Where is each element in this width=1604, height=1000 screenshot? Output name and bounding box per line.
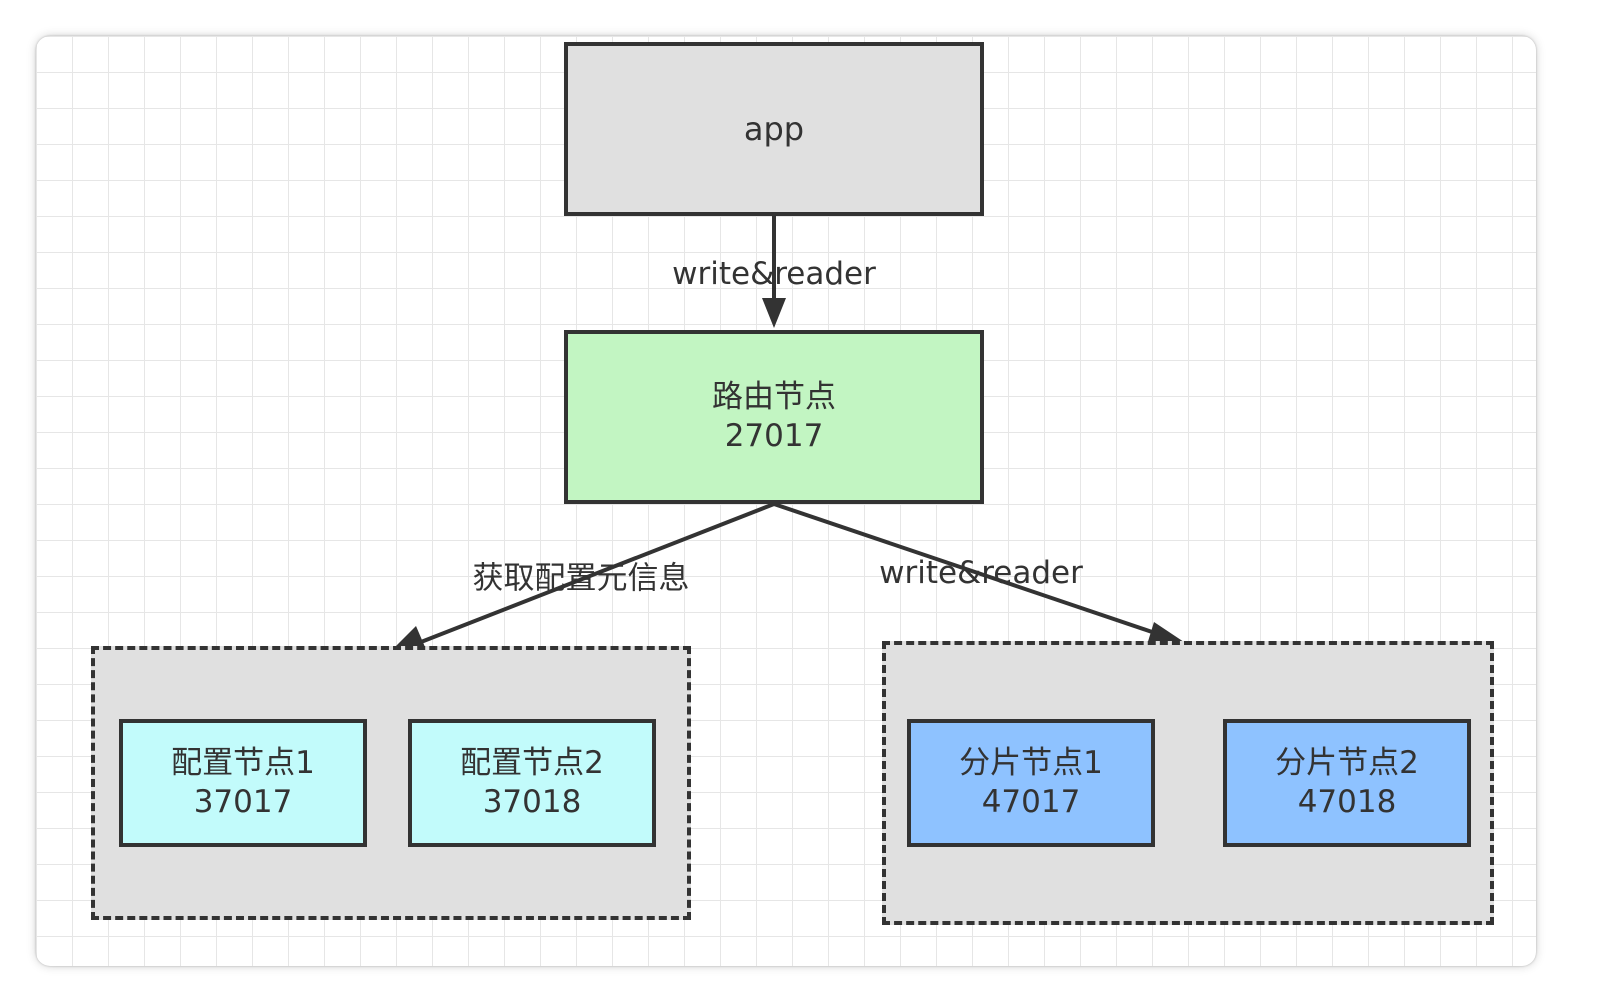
shard-node-1-name: 分片节点1 — [959, 745, 1103, 782]
shard-node-1: 分片节点1 47017 — [907, 719, 1155, 847]
diagram-canvas: write&reader 获取配置元信息 write&reader app 路由… — [36, 36, 1536, 966]
shard-node-1-port: 47017 — [981, 784, 1081, 820]
edge-app-router-arrowhead — [762, 298, 786, 328]
edge-label-app-router: write&reader — [672, 256, 876, 292]
shard-node-2: 分片节点2 47018 — [1223, 719, 1471, 847]
edge-router-shard-line — [773, 502, 1159, 636]
config-node-2: 配置节点2 37018 — [408, 719, 656, 847]
edge-router-config-line — [420, 502, 775, 644]
edge-label-router-shard: write&reader — [879, 555, 1083, 591]
config-node-2-name: 配置节点2 — [460, 745, 604, 782]
shard-node-2-port: 47018 — [1297, 784, 1397, 820]
app-node: app — [564, 42, 984, 216]
router-node-port: 27017 — [724, 418, 824, 454]
config-node-1-port: 37017 — [193, 784, 293, 820]
config-node-1: 配置节点1 37017 — [119, 719, 367, 847]
shard-node-2-name: 分片节点2 — [1275, 745, 1419, 782]
app-node-label: app — [743, 110, 805, 148]
config-node-2-port: 37018 — [482, 784, 582, 820]
config-node-1-name: 配置节点1 — [171, 745, 315, 782]
router-node: 路由节点 27017 — [564, 330, 984, 504]
edge-label-router-config: 获取配置元信息 — [472, 560, 690, 597]
router-node-name: 路由节点 — [712, 379, 836, 416]
